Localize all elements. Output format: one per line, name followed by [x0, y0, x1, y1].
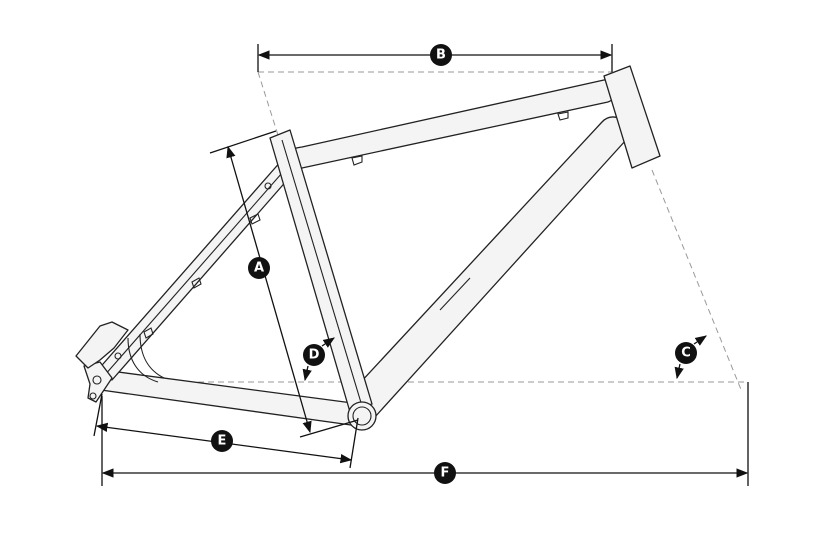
steering-axis-line: [651, 169, 743, 393]
seat-stay-guide-3: [143, 327, 154, 339]
label-d: D: [309, 348, 320, 363]
label-badge-f: F: [434, 462, 456, 484]
down-tube: [345, 116, 630, 419]
dropout-bolt: [89, 392, 97, 400]
dimension-a-extension-top: [209, 130, 277, 154]
label-b: B: [436, 48, 446, 63]
seat-stay-brace: [127, 337, 159, 383]
dimension-a-line: [226, 145, 312, 434]
chain-stay: [100, 369, 361, 427]
dimension-lines: [93, 44, 749, 486]
top-tube-guide-2: [557, 111, 569, 121]
head-tube: [603, 65, 661, 169]
seat-stay-brace-inner: [139, 333, 165, 379]
disc-brake-mount: [75, 321, 129, 369]
down-tube-shading-line: [439, 277, 471, 311]
dimension-c-arrow-down: [674, 363, 684, 380]
label-badge-a: A: [248, 257, 270, 279]
label-badge-e: E: [211, 430, 233, 452]
dimension-e-extension-left: [93, 393, 103, 437]
top-tube-guide-1: [351, 155, 363, 166]
label-badge-b: B: [430, 44, 452, 66]
label-a: A: [254, 261, 264, 276]
label-f: F: [441, 466, 450, 481]
label-c: C: [681, 346, 691, 361]
seat-tube-inner-line: [281, 139, 363, 407]
seat-stay-boss-lower: [114, 352, 122, 360]
rear-dropout: [83, 361, 113, 403]
label-e: E: [218, 434, 227, 449]
label-badge-d: D: [303, 344, 325, 366]
seat-stay-guide-2: [191, 277, 202, 289]
label-badge-c: C: [675, 342, 697, 364]
bottom-bracket-inner: [352, 406, 372, 426]
dimension-d-arrow-right: [321, 337, 335, 348]
bottom-bracket: [347, 401, 377, 431]
bike-frame: [75, 65, 661, 431]
dimension-c-arrow-right: [693, 335, 707, 346]
dimension-d-arrow-down: [302, 365, 312, 382]
dropout-hole: [92, 375, 102, 385]
